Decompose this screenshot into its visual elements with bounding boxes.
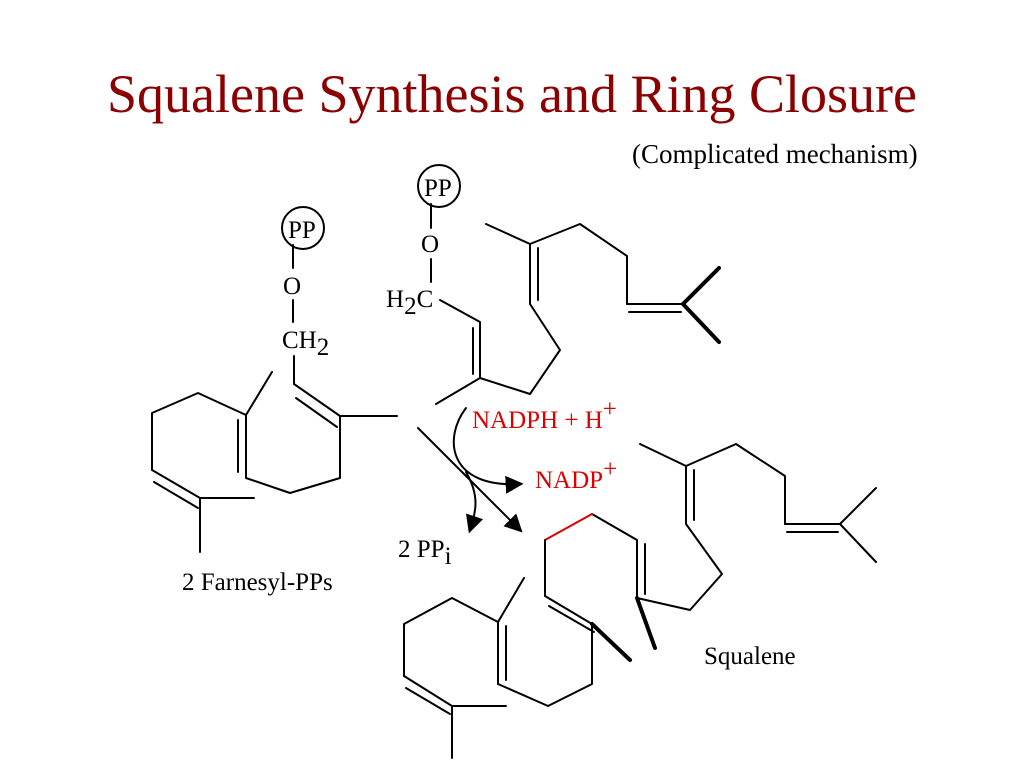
curved-arrow-icon [465, 471, 484, 534]
pp-label: PP [288, 217, 316, 244]
ch2-label: CH2 [282, 327, 329, 361]
pp-circle [281, 206, 325, 250]
curved-arrow-icon [452, 407, 524, 494]
page-subtitle: (Complicated mechanism) [632, 139, 918, 169]
reactant-label: 2 Farnesyl-PPs [182, 569, 333, 596]
oxygen-label: O [283, 273, 301, 300]
nadph-label: NADPH + H+ [472, 396, 617, 434]
squalene-structure [403, 443, 877, 759]
oxygen-label: O [421, 231, 439, 258]
page-title: Squalene Synthesis and Ring Closure [107, 64, 917, 124]
product-label: Squalene [704, 643, 796, 670]
h2c-label: H2C [386, 286, 433, 320]
farnesyl-pp-left: PP O CH2 [151, 206, 398, 553]
pp-label: PP [424, 175, 452, 202]
farnesyl-pp-right: PP O H2C [386, 164, 721, 405]
nadp-label: NADP+ [535, 456, 617, 494]
byproduct-label: 2 PPi [398, 536, 452, 570]
pp-circle [417, 164, 461, 208]
